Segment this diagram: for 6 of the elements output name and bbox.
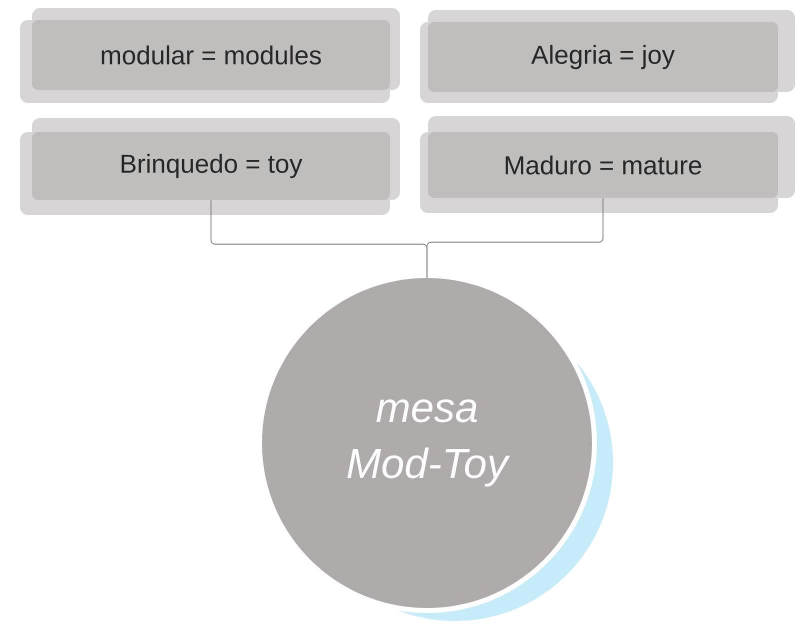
node-label: mesa Mod-Toy (347, 399, 510, 487)
label-box: Maduro = mature (420, 116, 795, 213)
label-box: Brinquedo = toy (20, 118, 400, 215)
label-box: Alegria = joy (420, 10, 795, 103)
label-box: modular = modules (20, 8, 400, 103)
bracket-line (426, 198, 604, 278)
